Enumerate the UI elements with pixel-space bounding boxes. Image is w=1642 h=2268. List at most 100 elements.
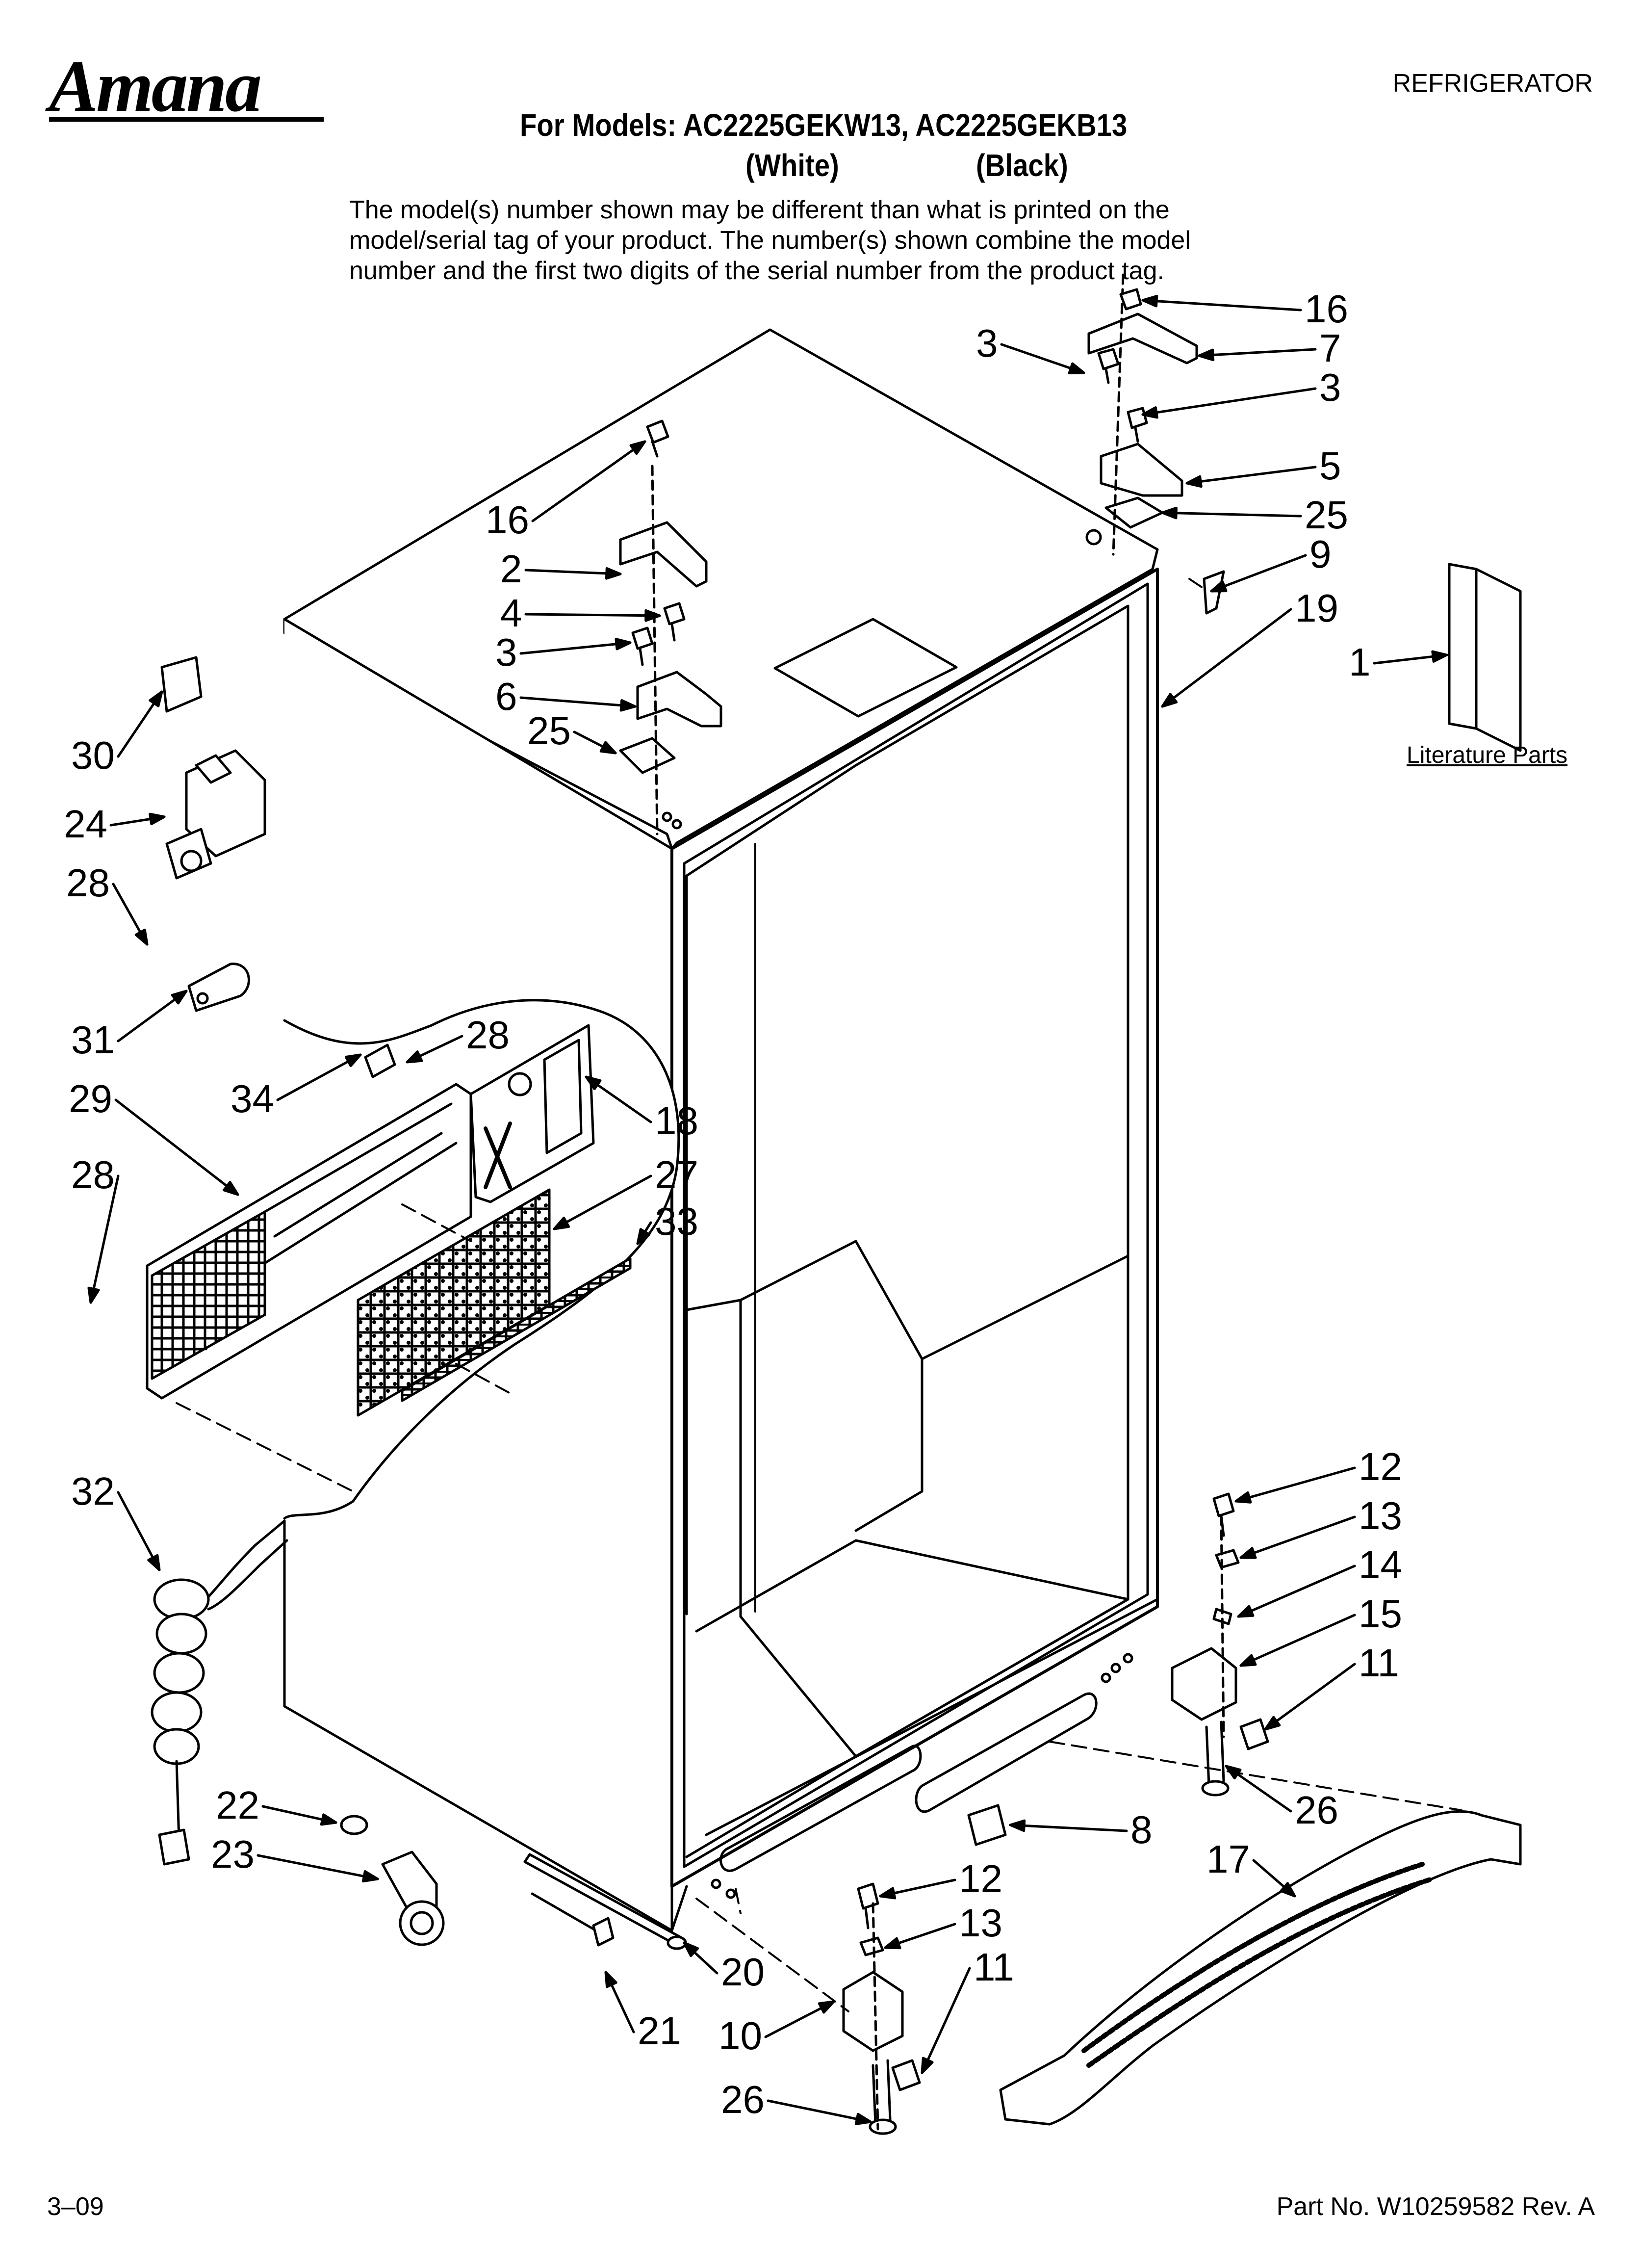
leader-arrowhead-11: [1264, 1716, 1281, 1731]
leader-arrowhead-3: [615, 638, 632, 651]
leader-line-3: [519, 641, 632, 655]
callout-20: 20: [721, 1950, 765, 1994]
base-grille-17: [999, 1810, 1522, 2126]
leader-line-27: [553, 1174, 652, 1230]
assembly-lines: [176, 578, 1462, 2012]
callout-32: 32: [71, 1469, 115, 1513]
callout-4: 4: [500, 591, 522, 635]
leader-line-4: [524, 613, 661, 617]
leader-line-19: [1161, 608, 1292, 708]
leader-arrowhead-6: [619, 699, 637, 712]
callout-25: 25: [1305, 493, 1348, 537]
literature-parts-label: Literature Parts: [1407, 742, 1568, 768]
leader-arrowhead-26: [854, 2112, 872, 2125]
color-white-label: (White): [745, 148, 839, 183]
leader-arrowhead-19: [1161, 693, 1178, 708]
leader-arrowhead-17: [1280, 1882, 1296, 1898]
callout-6: 6: [495, 675, 517, 718]
callout-27: 27: [655, 1153, 698, 1197]
callout-1: 1: [1349, 640, 1371, 684]
callout-28: 28: [71, 1153, 115, 1197]
leader-line-23: [257, 1854, 379, 1880]
leader-arrowhead-1: [1431, 650, 1448, 663]
leader-line-3: [1141, 387, 1317, 416]
leader-arrowhead-29: [222, 1181, 239, 1196]
leader-arrowhead-14: [1237, 1605, 1255, 1618]
leader-arrowhead-16: [629, 440, 646, 455]
leader-line-12: [1234, 1466, 1356, 1503]
leader-line-9: [1210, 554, 1307, 593]
callout-24: 24: [64, 802, 107, 846]
callout-16: 16: [1305, 287, 1348, 331]
bumper-8: [967, 1804, 1007, 1846]
leader-arrowhead-15: [1239, 1654, 1257, 1667]
leader-arrowhead-20: [683, 1941, 699, 1957]
leader-arrowhead-7: [1198, 348, 1215, 362]
leader-arrowhead-25: [1161, 506, 1178, 520]
leader-arrowhead-13: [884, 1937, 901, 1950]
leader-arrowhead-8: [1009, 1819, 1026, 1832]
callout-11: 11: [974, 1945, 1015, 1989]
callout-11: 11: [1359, 1641, 1400, 1685]
leader-line-16: [1141, 299, 1302, 312]
callout-34: 34: [231, 1077, 274, 1121]
leader-line-11: [1264, 1663, 1356, 1731]
control-box-18: [469, 1024, 595, 1203]
callout-23: 23: [211, 1832, 255, 1876]
leader-lines: [87, 294, 1448, 2125]
callout-15: 15: [1359, 1592, 1402, 1636]
top-right-hinge-assembly: [1087, 273, 1225, 615]
leader-arrowhead-13: [1239, 1547, 1257, 1559]
leader-line-29: [114, 1098, 239, 1196]
callout-26: 26: [1295, 1788, 1338, 1832]
callout-14: 14: [1359, 1543, 1402, 1587]
leader-line-34: [276, 1053, 362, 1101]
leader-arrowhead-25: [599, 741, 617, 755]
clip-30: [160, 656, 203, 713]
plug-22: [340, 1815, 368, 1835]
footer-date: 3–09: [47, 2192, 104, 2221]
callout-7: 7: [1319, 326, 1341, 370]
callout-25: 25: [527, 709, 571, 753]
water-valve-24: [165, 749, 266, 880]
brand-logo-underline: [49, 117, 324, 122]
leader-arrowhead-11: [921, 2057, 934, 2074]
leader-arrowhead-30: [149, 690, 163, 707]
footer-part-number: Part No. W10259582 Rev. A: [1276, 2192, 1595, 2221]
power-cord-32: [151, 1519, 288, 1866]
model-note-line: model/serial tag of your product. The nu…: [349, 226, 1191, 255]
leader-arrowhead-18: [585, 1075, 602, 1091]
leader-line-14: [1237, 1564, 1356, 1618]
callout-18: 18: [655, 1099, 698, 1143]
bottom-right-hinge-15: [1171, 1492, 1269, 1797]
leader-arrowhead-22: [320, 1813, 337, 1826]
callout-26: 26: [721, 2078, 765, 2121]
model-note-line: The model(s) number shown may be differe…: [349, 196, 1170, 224]
leader-arrowhead-31: [171, 990, 188, 1005]
callout-3: 3: [1319, 365, 1341, 409]
leader-arrowhead-9: [1210, 580, 1228, 593]
callout-12: 12: [959, 1857, 1002, 1901]
callout-28: 28: [466, 1013, 510, 1057]
callout-12: 12: [1359, 1445, 1402, 1488]
leader-arrowhead-3: [1068, 362, 1085, 375]
literature-book-1: [1448, 563, 1522, 752]
leader-arrowhead-12: [1234, 1491, 1252, 1504]
leader-line-8: [1009, 1824, 1128, 1832]
leader-line-16: [531, 440, 646, 522]
callout-19: 19: [1295, 586, 1338, 630]
leader-line-15: [1239, 1614, 1356, 1667]
leader-arrowhead-3: [1141, 406, 1158, 419]
top-left-hinge-assembly: [619, 465, 722, 835]
leader-arrowhead-5: [1185, 475, 1203, 488]
leader-arrowhead-12: [879, 1887, 897, 1900]
leader-line-2: [524, 569, 622, 575]
clamp-31: [187, 963, 250, 1012]
brand-logo: Amana: [49, 46, 262, 127]
leader-arrowhead-33: [636, 1228, 651, 1245]
callout-29: 29: [69, 1077, 112, 1121]
product-category: REFRIGERATOR: [1392, 69, 1593, 98]
color-black-label: (Black): [976, 148, 1068, 183]
leader-arrowhead-34: [344, 1053, 362, 1068]
